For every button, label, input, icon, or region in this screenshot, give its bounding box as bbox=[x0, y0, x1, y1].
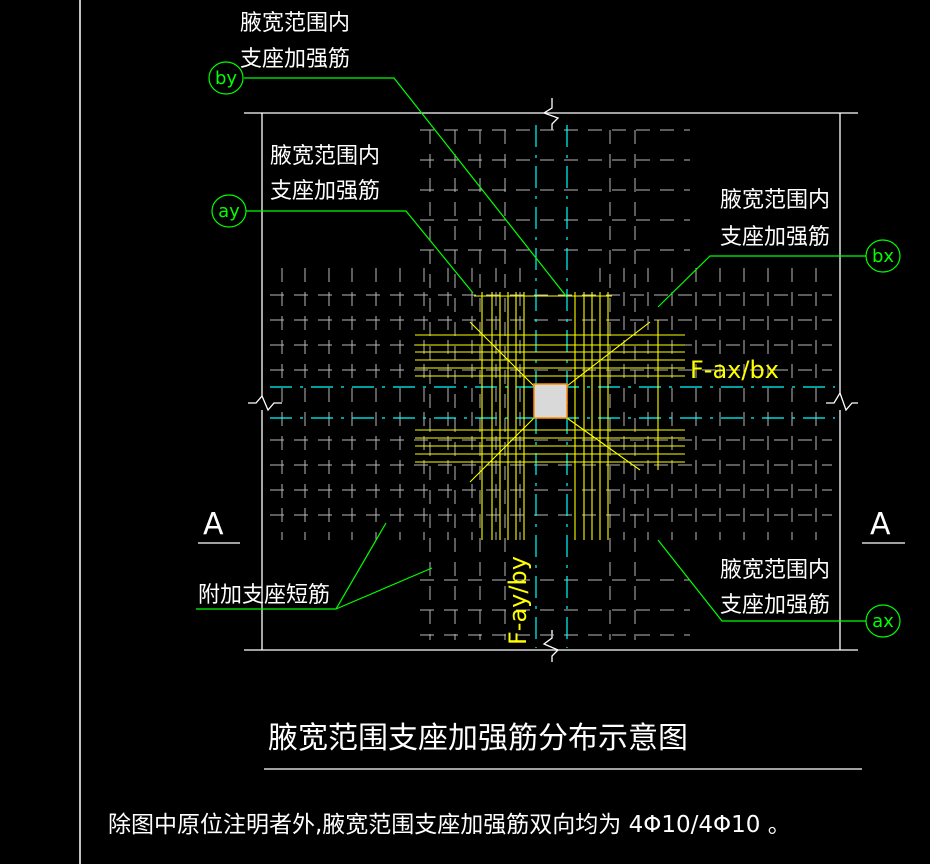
support-rebar-diagonal bbox=[566, 417, 641, 471]
slab-outline bbox=[244, 112, 858, 651]
dimension-horizontal: F-ax/bx bbox=[690, 356, 779, 384]
leader-ay bbox=[246, 210, 474, 294]
break-symbol-left bbox=[248, 394, 282, 412]
footnote: 除图中原位注明者外,腋宽范围支座加强筋双向均为 4Φ10/4Φ10 。 bbox=[108, 812, 791, 838]
right-upper-note-line2: 支座加强筋 bbox=[720, 225, 830, 250]
rebar-grid bbox=[270, 129, 832, 640]
column-section bbox=[533, 383, 568, 419]
tag-ay-circle bbox=[211, 194, 247, 228]
drawing-title: 腋宽范围支座加强筋分布示意图 bbox=[268, 721, 688, 756]
top-note-line2: 支座加强筋 bbox=[240, 47, 350, 72]
support-rebar-diagonal bbox=[469, 321, 535, 387]
leader-bx bbox=[657, 255, 866, 308]
top-note-line1: 腋宽范围内 bbox=[240, 11, 350, 36]
leader-ax bbox=[657, 539, 866, 622]
right-lower-note-line2: 支座加强筋 bbox=[720, 593, 830, 618]
leader-extra-2 bbox=[335, 567, 433, 610]
break-symbol-right bbox=[826, 391, 858, 412]
mid-left-note-line1: 腋宽范围内 bbox=[270, 144, 380, 169]
support-rebar-diagonal bbox=[469, 417, 535, 483]
break-symbol-bottom bbox=[542, 630, 560, 662]
support-rebar bbox=[415, 292, 685, 540]
tag-ay: ay bbox=[218, 201, 240, 222]
tag-ax: ax bbox=[872, 611, 894, 632]
right-lower-note-line1: 腋宽范围内 bbox=[720, 558, 830, 583]
tag-bx-circle bbox=[865, 239, 901, 273]
dimension-vertical: F-ay/by bbox=[504, 556, 532, 645]
leader-by bbox=[244, 77, 567, 297]
mid-left-note-line2: 支座加强筋 bbox=[270, 179, 380, 204]
leader-lines bbox=[196, 77, 866, 622]
tag-bx: bx bbox=[872, 246, 894, 267]
break-symbols bbox=[248, 98, 858, 662]
right-upper-note-line1: 腋宽范围内 bbox=[720, 188, 830, 213]
tag-ax-circle bbox=[865, 604, 901, 638]
section-mark-left: A bbox=[203, 507, 224, 542]
tag-by-circle bbox=[208, 61, 244, 95]
extra-rebar-note: 附加支座短筋 bbox=[198, 583, 330, 608]
break-symbol-top bbox=[542, 98, 560, 130]
support-rebar-diagonal bbox=[566, 321, 651, 387]
section-mark-right: A bbox=[870, 507, 891, 542]
tag-by: by bbox=[215, 68, 237, 89]
